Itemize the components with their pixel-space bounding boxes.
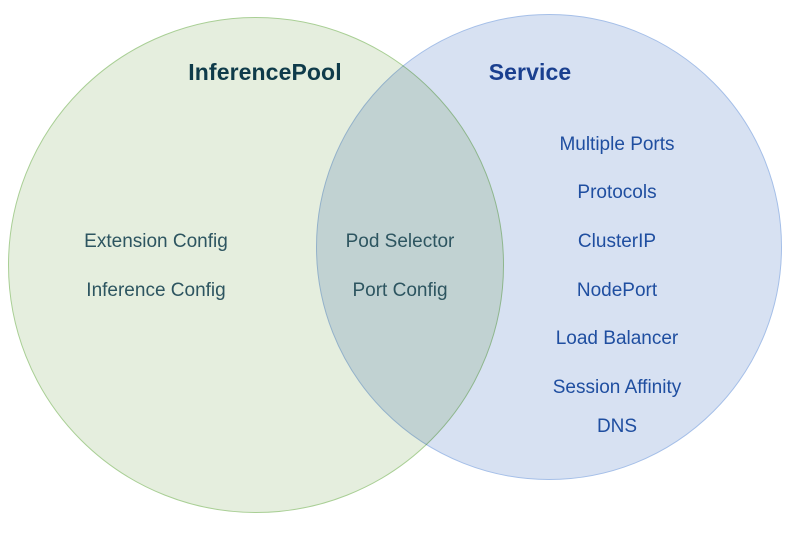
item-multiple-ports: Multiple Ports [559,134,675,155]
item-session-affinity: Session Affinity [552,377,682,398]
item-port-config: Port Config [352,280,448,301]
set-title-inferencepool: InferencePool [188,59,342,85]
item-extension-config: Extension Config [84,231,228,252]
item-inference-config: Inference Config [86,280,226,301]
item-nodeport: NodePort [576,280,658,301]
set-title-service: Service [488,59,572,85]
item-protocols: Protocols [577,182,657,203]
item-load-balancer: Load Balancer [555,328,679,349]
circle-service [316,14,782,480]
item-clusterip: ClusterIP [577,231,657,252]
item-dns: DNS [596,416,638,437]
item-pod-selector: Pod Selector [345,231,455,252]
